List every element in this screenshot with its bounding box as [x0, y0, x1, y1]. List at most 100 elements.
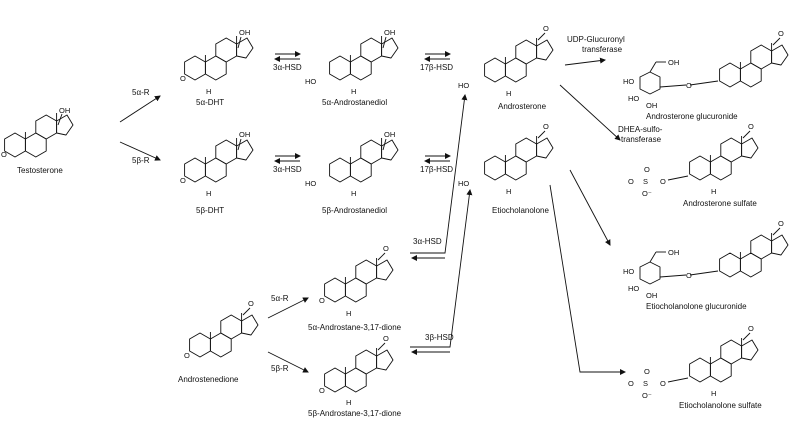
atom-oh: OH: [646, 291, 657, 300]
atom-oh: OH: [384, 28, 395, 37]
enzyme-5b-reductase-bottom: 5β-R: [271, 364, 289, 373]
atom-s: S: [643, 379, 648, 388]
compound-androsterone-sulfate: Androsterone sulfate: [683, 199, 757, 208]
atom-o: O: [660, 379, 666, 388]
compound-androstenedione: Androstenedione: [178, 375, 239, 384]
compound-5a-androstanediol: 5α-Androstanediol: [322, 98, 387, 107]
atom-ho: HO: [458, 179, 469, 188]
atom-oh: OH: [668, 248, 679, 257]
enzyme-3a-hsd-top: 3α-HSD: [273, 63, 302, 72]
arrow-testosterone-to-5a-dht: [119, 95, 161, 123]
structure-etiocholanolone-glucuronide: O O OH HO HO OH: [623, 219, 789, 300]
atom-oh: OH: [239, 28, 250, 37]
structure-androsterone-glucuronide: O O OH HO HO OH: [623, 29, 789, 110]
compound-5b-androstanediol: 5β-Androstanediol: [322, 206, 387, 215]
arrow-etiocholanolone-to-glucuronide: [569, 169, 611, 246]
structure-androsterone: O HO H: [458, 24, 554, 98]
atom-ho: HO: [628, 284, 639, 293]
structure-5b-androstanedione: O O H: [319, 334, 394, 407]
structure-5a-dht: OH O H: [180, 28, 254, 96]
arrow-etiocholanolone-to-sulfate: [549, 184, 626, 375]
structure-5a-androstanediol: OH HO H: [305, 28, 399, 96]
atom-o: O: [748, 122, 754, 131]
arrow-androstenedione-to-5b-androstanedione: [267, 351, 309, 373]
atom-o: O: [644, 165, 650, 174]
atom-o: O: [319, 296, 325, 305]
atom-o: O: [686, 271, 692, 280]
enzyme-17b-hsd-mid: 17β-HSD: [420, 165, 453, 174]
atom-o: O: [184, 351, 190, 360]
arrow-androsterone-to-sulfate: [559, 84, 621, 141]
enzyme-3a-hsd-lower: 3α-HSD: [413, 237, 442, 246]
atom-o: O: [686, 81, 692, 90]
atom-h: H: [506, 89, 511, 98]
compound-5b-androstanedione: 5β-Androstane-3,17-dione: [308, 409, 402, 418]
structure-etiocholanolone-sulfate: O O S O O⁻ O H: [628, 324, 759, 400]
compound-etiocholanolone-glucuronide: Etiocholanolone glucuronide: [646, 302, 747, 311]
compound-etiocholanolone-sulfate: Etiocholanolone sulfate: [679, 401, 762, 410]
atom-h: H: [346, 309, 351, 318]
atom-h: H: [506, 187, 511, 196]
structure-5b-dht: OH O H: [180, 130, 254, 198]
atom-h: H: [711, 187, 716, 196]
atom-o: O: [543, 122, 549, 131]
structure-testosterone: OH O: [1, 106, 74, 159]
atom-o: O: [778, 29, 784, 38]
atom-o: O: [180, 176, 186, 185]
atom-o: O: [1, 150, 7, 159]
atom-h: H: [206, 189, 211, 198]
atom-o: O: [660, 177, 666, 186]
atom-ho: HO: [623, 267, 634, 276]
atom-h: H: [351, 189, 356, 198]
arrow-testosterone-to-5b-dht: [119, 141, 161, 161]
atom-o: O: [319, 386, 325, 395]
enzyme-dhea-sulfotransferase-line2: transferase: [621, 135, 662, 144]
compound-etiocholanolone: Etiocholanolone: [492, 206, 549, 215]
atom-o: O: [248, 299, 254, 308]
atom-h: H: [206, 87, 211, 96]
atom-ho: HO: [305, 77, 316, 86]
atom-o: O: [180, 74, 186, 83]
atom-oh: OH: [59, 106, 70, 115]
enzyme-3b-hsd-bottom: 3β-HSD: [425, 333, 454, 342]
structure-androsterone-sulfate: O O S O O⁻ O H: [628, 122, 759, 198]
structure-androstenedione: O O: [184, 299, 259, 360]
atom-oh: OH: [239, 130, 250, 139]
atom-h: H: [711, 389, 716, 398]
atom-o: O: [628, 379, 634, 388]
compound-androsterone-glucuronide: Androsterone glucuronide: [646, 112, 738, 121]
enzyme-udp-glucuronyl-transferase-line2: transferase: [582, 45, 623, 54]
atom-h: H: [351, 87, 356, 96]
atom-o: O: [383, 334, 389, 343]
atom-o: O: [644, 367, 650, 376]
atom-ho: HO: [628, 94, 639, 103]
structure-5b-androstanediol: OH HO H: [305, 130, 399, 198]
structure-5a-androstanedione: O O H: [319, 244, 394, 318]
atom-o: O: [778, 219, 784, 228]
enzyme-dhea-sulfotransferase-line1: DHEA-sulfo-: [618, 125, 663, 134]
atom-s: S: [643, 177, 648, 186]
atom-o: O: [543, 24, 549, 33]
atom-oh: OH: [668, 58, 679, 67]
atom-h: H: [346, 398, 351, 407]
enzyme-17b-hsd-top: 17β-HSD: [420, 63, 453, 72]
enzyme-udp-glucuronyl-transferase-line1: UDP-Glucuronyl: [567, 35, 625, 44]
atom-ho: HO: [458, 81, 469, 90]
arrow-androstenedione-to-5a-androstanedione: [267, 297, 309, 319]
compound-testosterone: Testosterone: [17, 166, 63, 175]
compound-5a-androstanedione: 5α-Androstane-3,17-dione: [308, 323, 402, 332]
atom-o: O: [628, 177, 634, 186]
compound-5b-dht: 5β-DHT: [196, 206, 224, 215]
compound-5a-dht: 5α-DHT: [196, 98, 224, 107]
enzyme-5a-reductase-bottom: 5α-R: [271, 294, 289, 303]
enzyme-5b-reductase-top: 5β-R: [132, 156, 150, 165]
enzyme-3a-hsd-mid: 3α-HSD: [273, 165, 302, 174]
atom-o-minus: O⁻: [642, 189, 652, 198]
atom-ho: HO: [305, 179, 316, 188]
atom-o: O: [748, 324, 754, 333]
arrow-5b-androstanedione-to-etiocholanolone: [410, 189, 473, 348]
structure-etiocholanolone: O HO H: [458, 122, 554, 196]
atom-oh: OH: [384, 130, 395, 139]
atom-oh: OH: [646, 101, 657, 110]
